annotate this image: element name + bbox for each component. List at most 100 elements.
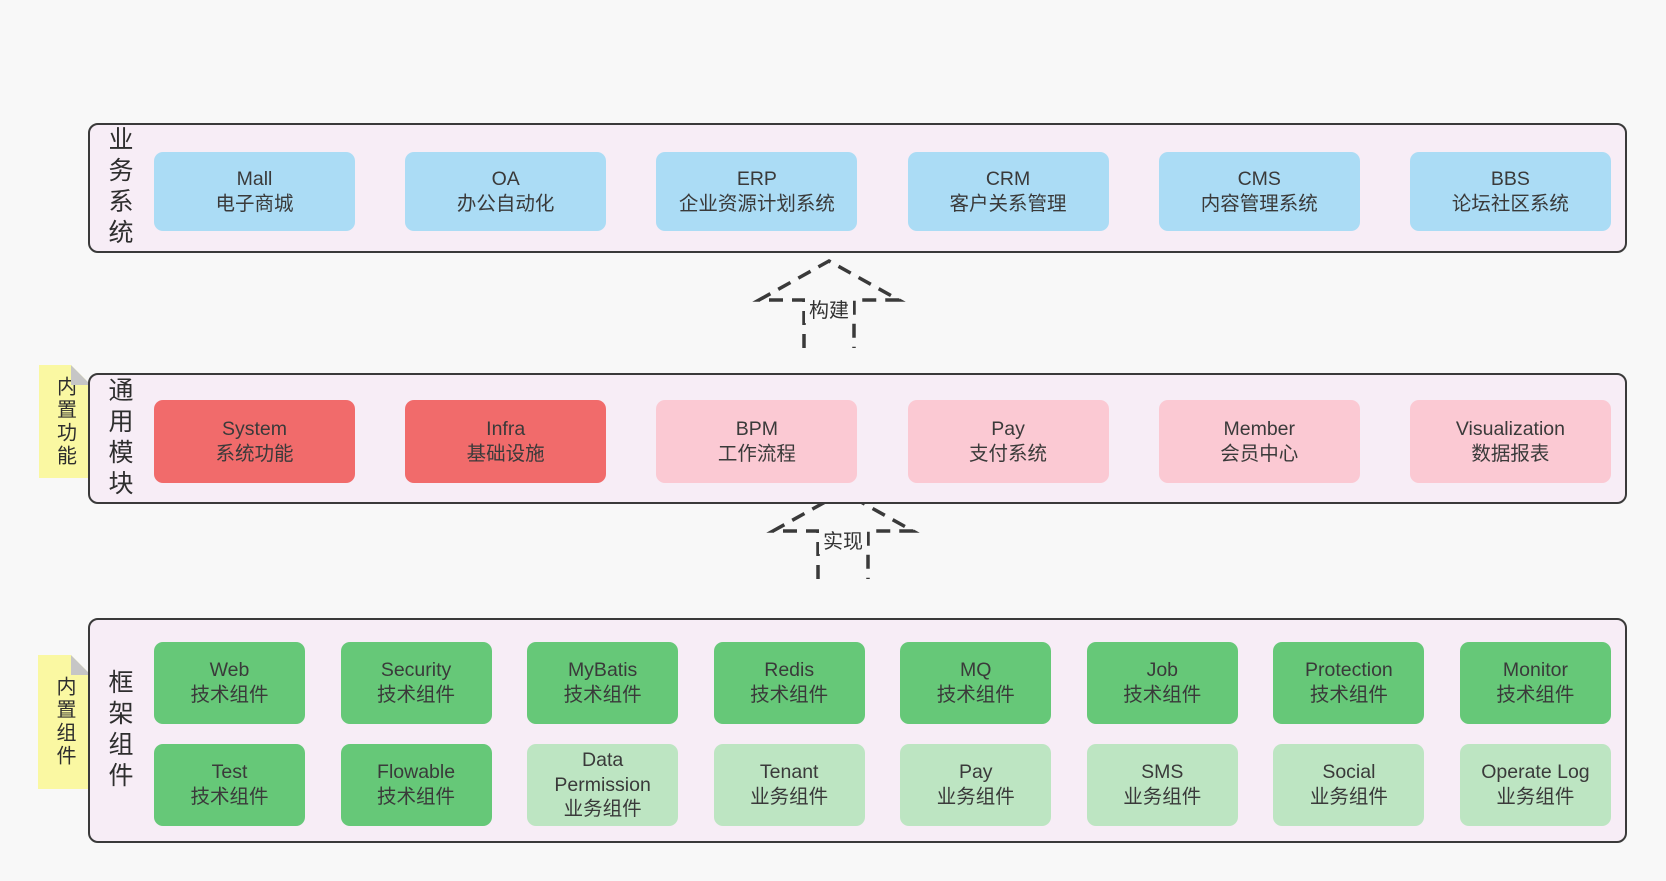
- common-modules-row: System 系统功能 Infra 基础设施 BPM 工作流程 Pay 支付系统…: [154, 400, 1611, 483]
- module-box-subtitle: 系统功能: [215, 442, 294, 465]
- module-box-title: Tenant: [759, 761, 819, 784]
- module-box-subtitle: 技术组件: [936, 684, 1015, 706]
- module-box-subtitle: 企业资源计划系统: [678, 192, 835, 215]
- module-box: OA 办公自动化: [405, 152, 607, 231]
- module-box: Mall 电子商城: [154, 152, 355, 231]
- sticky-note-builtin-features: 内置功能: [39, 365, 91, 478]
- module-box: Pay 业务组件: [900, 744, 1052, 826]
- business-systems-row: Mall 电子商城 OA 办公自动化 ERP 企业资源计划系统 CRM 客户关系…: [154, 152, 1611, 231]
- module-box-title: Operate Log: [1481, 761, 1590, 784]
- band-label-framework-components: 框架组件: [105, 668, 133, 793]
- module-box-title: Social: [1322, 761, 1376, 784]
- module-box-title: Pay: [958, 761, 993, 784]
- module-box-title: Web: [209, 659, 250, 682]
- module-box: Operate Log 业务组件: [1459, 744, 1611, 826]
- module-box-title: Monitor: [1502, 659, 1568, 682]
- module-box-title: Security: [380, 659, 452, 682]
- module-box-subtitle: 客户关系管理: [949, 192, 1067, 215]
- module-box: ERP 企业资源计划系统: [656, 152, 858, 231]
- module-box: CRM 客户关系管理: [907, 152, 1109, 231]
- module-box-subtitle: 业务组件: [563, 798, 642, 821]
- module-box-title: Member: [1223, 417, 1296, 440]
- up-arrow-icon: [752, 258, 906, 348]
- dashed-up-arrow-build: 构建: [749, 256, 909, 348]
- module-box: Test 技术组件: [154, 744, 305, 826]
- module-box-title: MyBatis: [567, 659, 638, 682]
- module-box: System 系统功能: [154, 400, 355, 483]
- module-box-subtitle: 技术组件: [1496, 684, 1575, 706]
- module-box-subtitle: 业务组件: [1496, 786, 1575, 808]
- module-box-title: Redis: [764, 659, 815, 682]
- band-business-systems: 业务系统 Mall 电子商城 OA 办公自动化 ERP 企业资源计划系统 CRM…: [88, 123, 1627, 253]
- module-box-subtitle: 业务组件: [750, 786, 829, 808]
- module-box-title: Mall: [236, 167, 273, 190]
- module-box-title: Infra: [486, 417, 526, 440]
- module-box-title: Pay: [991, 417, 1025, 440]
- module-box-subtitle: 技术组件: [377, 786, 456, 808]
- module-box-subtitle: 支付系统: [969, 442, 1048, 465]
- framework-components-row-2: Test 技术组件 Flowable 技术组件 Data Permission …: [154, 744, 1611, 826]
- arrow-label-build: 构建: [805, 294, 853, 323]
- sticky-note-builtin-components: 内置组件: [38, 655, 91, 789]
- module-box-title: CRM: [985, 167, 1031, 190]
- module-box: Web 技术组件: [154, 642, 305, 724]
- module-box-subtitle: 业务组件: [936, 786, 1015, 808]
- module-box-subtitle: 技术组件: [563, 684, 642, 706]
- module-box: Security 技术组件: [340, 642, 492, 724]
- module-box-title: Test: [211, 761, 248, 784]
- band-label-common-modules: 通用模块: [105, 376, 133, 501]
- module-box: BPM 工作流程: [656, 400, 858, 483]
- module-box: BBS 论坛社区系统: [1409, 152, 1611, 231]
- module-box: Redis 技术组件: [713, 642, 865, 724]
- module-box-title: Job: [1146, 659, 1179, 682]
- module-box-subtitle: 业务组件: [1309, 786, 1388, 808]
- module-box: Flowable 技术组件: [340, 744, 492, 826]
- band-framework-components: 框架组件 Web 技术组件 Security 技术组件 MyBatis 技术组件…: [88, 618, 1627, 843]
- module-box-subtitle: 业务组件: [1123, 786, 1202, 808]
- module-box: Infra 基础设施: [405, 400, 607, 483]
- module-box: Pay 支付系统: [907, 400, 1109, 483]
- module-box-subtitle: 技术组件: [1309, 684, 1388, 706]
- band-label-business-systems: 业务系统: [105, 126, 133, 250]
- module-box-subtitle: 电子商城: [215, 192, 294, 215]
- module-box-subtitle: 数据报表: [1471, 442, 1550, 465]
- module-box-subtitle: 会员中心: [1220, 442, 1299, 465]
- module-box-title: System: [221, 417, 287, 440]
- module-box-title: BBS: [1490, 167, 1530, 190]
- module-box: Data Permission 业务组件: [527, 744, 679, 826]
- module-box-subtitle: 技术组件: [190, 786, 269, 808]
- module-box-subtitle: 论坛社区系统: [1451, 192, 1569, 215]
- module-box: MyBatis 技术组件: [527, 642, 679, 724]
- framework-components-row-1: Web 技术组件 Security 技术组件 MyBatis 技术组件 Redi…: [154, 642, 1611, 724]
- arrow-label-implement: 实现: [819, 525, 867, 554]
- module-box-subtitle: 工作流程: [717, 442, 796, 465]
- band-common-modules: 通用模块 System 系统功能 Infra 基础设施 BPM 工作流程 Pay…: [88, 373, 1627, 504]
- module-box: Protection 技术组件: [1273, 642, 1425, 724]
- module-box-title: SMS: [1141, 761, 1184, 784]
- module-box-subtitle: 技术组件: [190, 684, 269, 706]
- module-box-subtitle: 技术组件: [1123, 684, 1202, 706]
- module-box-title: OA: [491, 167, 520, 190]
- module-box-subtitle: 技术组件: [377, 684, 456, 706]
- module-box: Tenant 业务组件: [713, 744, 865, 826]
- module-box-title: CMS: [1237, 167, 1281, 190]
- module-box: CMS 内容管理系统: [1158, 152, 1360, 231]
- module-box-title: Visualization: [1455, 417, 1565, 440]
- module-box: Job 技术组件: [1086, 642, 1238, 724]
- module-box-title: Flowable: [377, 761, 456, 784]
- sticky-note-text: 内置组件: [53, 676, 75, 768]
- module-box-title: BPM: [735, 417, 778, 440]
- module-box-subtitle: 内容管理系统: [1200, 192, 1318, 215]
- module-box: SMS 业务组件: [1086, 744, 1238, 826]
- module-box-title: Protection: [1304, 659, 1393, 682]
- module-box-title: Data Permission: [554, 748, 651, 796]
- module-box: Visualization 数据报表: [1409, 400, 1611, 483]
- module-box: MQ 技术组件: [900, 642, 1052, 724]
- module-box-title: ERP: [736, 167, 777, 190]
- sticky-note-text: 内置功能: [53, 375, 76, 468]
- module-box: Member 会员中心: [1158, 400, 1360, 483]
- module-box-subtitle: 技术组件: [750, 684, 829, 706]
- module-box-subtitle: 办公自动化: [456, 192, 555, 215]
- module-box: Social 业务组件: [1273, 744, 1425, 826]
